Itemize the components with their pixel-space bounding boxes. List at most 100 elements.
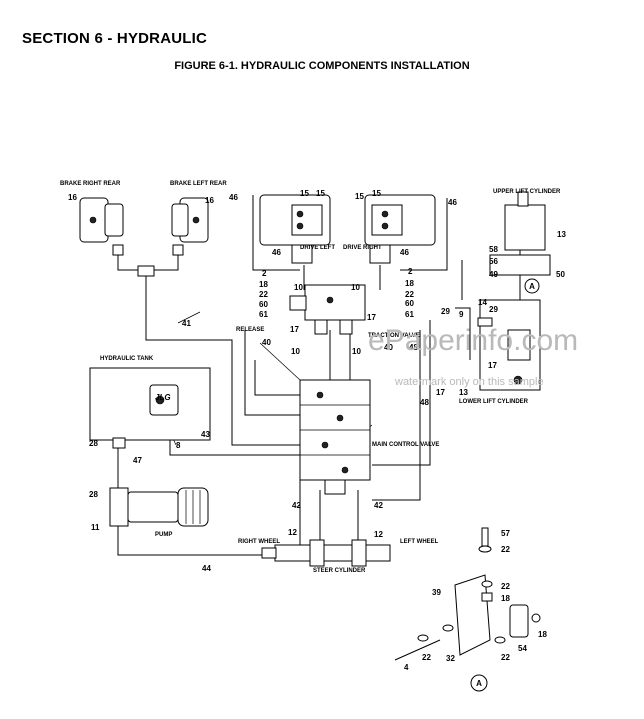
svg-text:A: A [476,679,482,688]
callout: 15 [300,189,309,198]
pump-assembly [109,487,209,527]
callout: 22 [501,582,510,591]
watermark-note: watermark only on this sample [394,376,544,388]
callout: 28 [89,439,98,448]
callout: 58 [489,245,498,254]
callout: 18 [259,280,268,289]
callout: 50 [556,270,565,279]
callout: 15 [372,189,381,198]
callout: 40 [262,338,271,347]
callout: 49 [489,270,498,279]
callout: 57 [501,529,510,538]
hose-lines [117,195,521,556]
callout: 60 [259,300,268,309]
callout: 15 [355,192,364,201]
callout: 29 [441,307,450,316]
label-hydraulic-tank: HYDRAULIC TANK [100,356,154,362]
callout: 22 [259,290,268,299]
label-drive-left: DRIVE LEFT [300,245,335,251]
callout: 16 [68,193,77,202]
callout: 40 [384,343,393,352]
callout: 29 [489,305,498,314]
label-drive-right: DRIVE RIGHT [343,245,382,251]
callout: 16 [205,196,214,205]
label-traction-valve: TRACTION VALVE [368,333,420,339]
label-brake-right-rear: BRAKE RIGHT REAR [60,181,121,187]
callout: 28 [89,490,98,499]
callout: 18 [405,279,414,288]
section-title: SECTION 6 - HYDRAULIC [22,30,208,47]
callout: 42 [374,501,383,510]
callout: 17 [436,388,445,397]
watermark-site: ePaperinfo.com [368,324,578,357]
callout: 22 [422,653,431,662]
callout: 12 [374,530,383,539]
label-pump: PUMP [155,532,172,538]
callout: 43 [201,430,210,439]
label-brake-left-rear: BRAKE LEFT REAR [170,181,227,187]
label-left-wheel: LEFT WHEEL [400,539,439,545]
callout: 47 [133,456,142,465]
callout: 22 [405,290,414,299]
callout: 10 [351,283,360,292]
tee-fitting [137,265,155,277]
callout: 17 [367,313,376,322]
callout: 48 [409,343,418,352]
drive-motor-right [364,194,436,264]
callout: 8 [176,441,181,450]
callout: 39 [432,588,441,597]
callout-numbers: 16 16 15 15 15 15 46 46 46 46 2 18 22 60… [68,189,566,672]
label-steer-cylinder: STEER CYLINDER [313,568,366,574]
callout: 60 [405,299,414,308]
drive-motor-left [259,194,331,264]
callout: 10 [294,283,303,292]
detail-a-hardware [394,527,541,661]
callout: 15 [316,189,325,198]
detail-a-marker-bottom: A [470,674,488,692]
callout: 44 [202,564,211,573]
callout: 18 [501,594,510,603]
label-lower-lift-cylinder: LOWER LIFT CYLINDER [459,399,529,405]
callout: 2 [408,267,413,276]
callout: 13 [459,388,468,397]
callout: 12 [288,528,297,537]
callout: 14 [478,298,487,307]
callout: 11 [91,523,100,532]
brake-left-rear [171,197,209,256]
callout: 17 [488,361,497,370]
steer-cylinder [261,539,391,567]
callout: 22 [501,545,510,554]
callout: 48 [420,398,429,407]
callout: 10 [291,347,300,356]
main-control-valve [299,379,371,495]
traction-valve [289,284,366,335]
hydraulic-tank [89,367,211,449]
callout: 2 [262,269,267,278]
callout: 46 [400,248,409,257]
lift-cylinder [477,191,551,391]
brake-right-rear [79,197,124,256]
label-upper-lift-cylinder: UPPER LIFT CYLINDER [493,189,561,195]
callout: 56 [489,257,498,266]
svg-text:A: A [529,282,535,291]
tank-logo: JLG [155,393,171,402]
label-release: RELEASE [236,327,264,333]
callout: 41 [182,319,191,328]
callout: 18 [538,630,547,639]
callout: 22 [501,653,510,662]
callout: 46 [448,198,457,207]
label-main-control-valve: MAIN CONTROL VALVE [372,442,439,448]
callout: 32 [446,654,455,663]
label-right-wheel: RIGHT WHEEL [238,539,280,545]
callout: 9 [459,310,464,319]
callout: 17 [290,325,299,334]
figure-title: FIGURE 6-1. HYDRAULIC COMPONENTS INSTALL… [174,60,470,72]
detail-a-marker-top: A [524,278,540,294]
callout: 61 [405,310,414,319]
callout: 42 [292,501,301,510]
callout: 4 [404,663,409,672]
callout: 10 [352,347,361,356]
callout: 61 [259,310,268,319]
callout: 54 [518,644,527,653]
